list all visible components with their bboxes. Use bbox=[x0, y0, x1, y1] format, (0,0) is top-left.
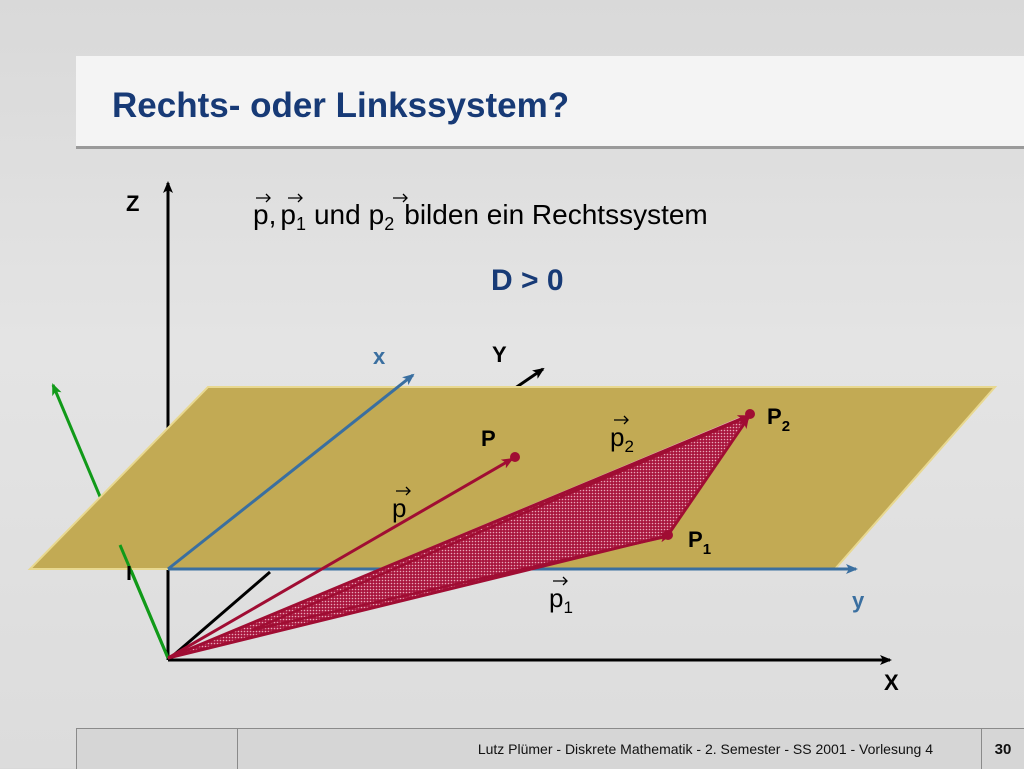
vector-p-p1 bbox=[251, 535, 666, 632]
vector-p-label: p bbox=[392, 486, 411, 523]
point-p-label: P bbox=[481, 426, 496, 451]
point-p1-label: P1 bbox=[688, 527, 711, 558]
determinant-condition: D > 0 bbox=[491, 264, 564, 297]
z-axis-label: Z bbox=[126, 191, 139, 216]
footer-logo-cell bbox=[76, 729, 238, 769]
y-axis-blue-label: y bbox=[852, 588, 865, 613]
x-axis-blue bbox=[167, 373, 415, 571]
green-axis-front bbox=[118, 544, 170, 659]
title-bar: Rechts- oder Linkssystem? bbox=[76, 56, 1024, 149]
vector-p1-label: p1 bbox=[549, 576, 573, 617]
svg-text:p2: p2 bbox=[610, 422, 634, 456]
page-number: 30 bbox=[981, 729, 1024, 769]
point-p1 bbox=[663, 530, 673, 540]
edge-p1-p2 bbox=[666, 416, 750, 536]
vector-p2-label: p2 bbox=[610, 415, 634, 456]
y-axis-label: Y bbox=[492, 342, 507, 367]
footer-bar: Lutz Plümer - Diskrete Mathematik - 2. S… bbox=[76, 728, 1024, 769]
vector-p2 bbox=[167, 414, 750, 660]
x-axis-label-upper: X bbox=[884, 670, 899, 695]
svg-text:p: p bbox=[392, 493, 406, 523]
black-diag-axis bbox=[167, 570, 271, 662]
slide-title: Rechts- oder Linkssystem? bbox=[112, 86, 570, 125]
point-p2-label: P2 bbox=[767, 404, 790, 435]
coordinate-diagram: Z Y x y X P P1 P2 p p2 p1 bbox=[27, 181, 998, 695]
x-axis-label: x bbox=[373, 344, 386, 369]
footer-text: Lutz Plümer - Diskrete Mathematik - 2. S… bbox=[477, 741, 933, 757]
vector-p bbox=[167, 457, 514, 660]
svg-text:p1: p1 bbox=[549, 583, 573, 617]
point-p2 bbox=[745, 409, 755, 419]
point-p bbox=[510, 452, 520, 462]
vector-p-p2 bbox=[251, 416, 746, 632]
